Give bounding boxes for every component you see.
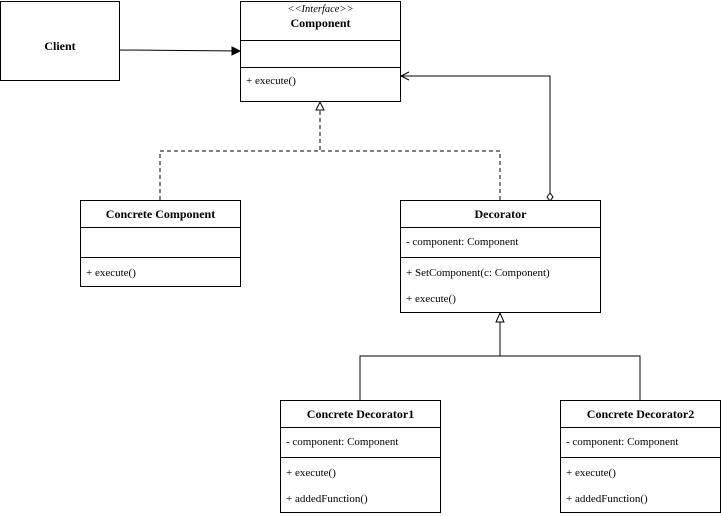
concrete-component-name: Concrete Component — [105, 207, 216, 221]
concrete-decorator1-name: Concrete Decorator1 — [306, 407, 415, 421]
component-stereotype: <<Interface>> — [287, 4, 354, 15]
concrete-decorator1-class[interactable]: Concrete Decorator1 - component: Compone… — [280, 400, 441, 513]
concrete-decorator2-attribute: - component: Component — [566, 436, 679, 448]
concrete-component-methods: + execute() — [81, 257, 240, 286]
concrete-decorator2-methods: + execute() + addedFunction() — [561, 457, 720, 512]
component-method: + execute() — [246, 75, 296, 87]
decorator-methods: + SetComponent(c: Component) + execute() — [401, 257, 600, 312]
concrete-decorator1-attribute: - component: Component — [286, 436, 399, 448]
concrete-decorator1-method: + addedFunction() — [286, 493, 368, 505]
component-attributes — [241, 40, 400, 67]
concrete-decorator2-name: Concrete Decorator2 — [586, 407, 695, 421]
decorator-attribute: - component: Component — [406, 236, 519, 248]
concrete-decorator2-attributes: - component: Component — [561, 427, 720, 457]
decorator-method: + execute() — [406, 293, 456, 305]
decorator-attributes: - component: Component — [401, 227, 600, 257]
concrete-decorator2-method: + execute() — [566, 467, 616, 479]
concrete-component-class[interactable]: Concrete Component + execute() — [80, 200, 241, 287]
concrete-decorator2-class[interactable]: Concrete Decorator2 - component: Compone… — [560, 400, 721, 513]
inheritance-edges — [359, 311, 641, 400]
concrete-decorator1-method: + execute() — [286, 467, 336, 479]
concrete-component-method: + execute() — [86, 267, 136, 279]
concrete-decorator1-methods: + execute() + addedFunction() — [281, 457, 440, 512]
decorator-class[interactable]: Decorator - component: Component + SetCo… — [400, 200, 601, 313]
concrete-decorator2-method: + addedFunction() — [566, 493, 648, 505]
decorator-name: Decorator — [474, 207, 527, 221]
concrete-decorator1-attributes: - component: Component — [281, 427, 440, 457]
client-name: Client — [44, 39, 76, 53]
realization-edges — [159, 100, 501, 200]
concrete-component-attributes — [81, 227, 240, 257]
client-to-component-association — [119, 46, 242, 56]
decorator-aggregation-edge — [399, 71, 554, 202]
component-methods: + execute() — [241, 67, 400, 101]
client-box[interactable]: Client — [0, 1, 120, 81]
component-header: <<Interface>> Component — [241, 2, 400, 40]
component-name: Component — [290, 16, 351, 30]
component-class[interactable]: <<Interface>> Component + execute() — [240, 1, 401, 102]
decorator-method: + SetComponent(c: Component) — [406, 267, 550, 279]
